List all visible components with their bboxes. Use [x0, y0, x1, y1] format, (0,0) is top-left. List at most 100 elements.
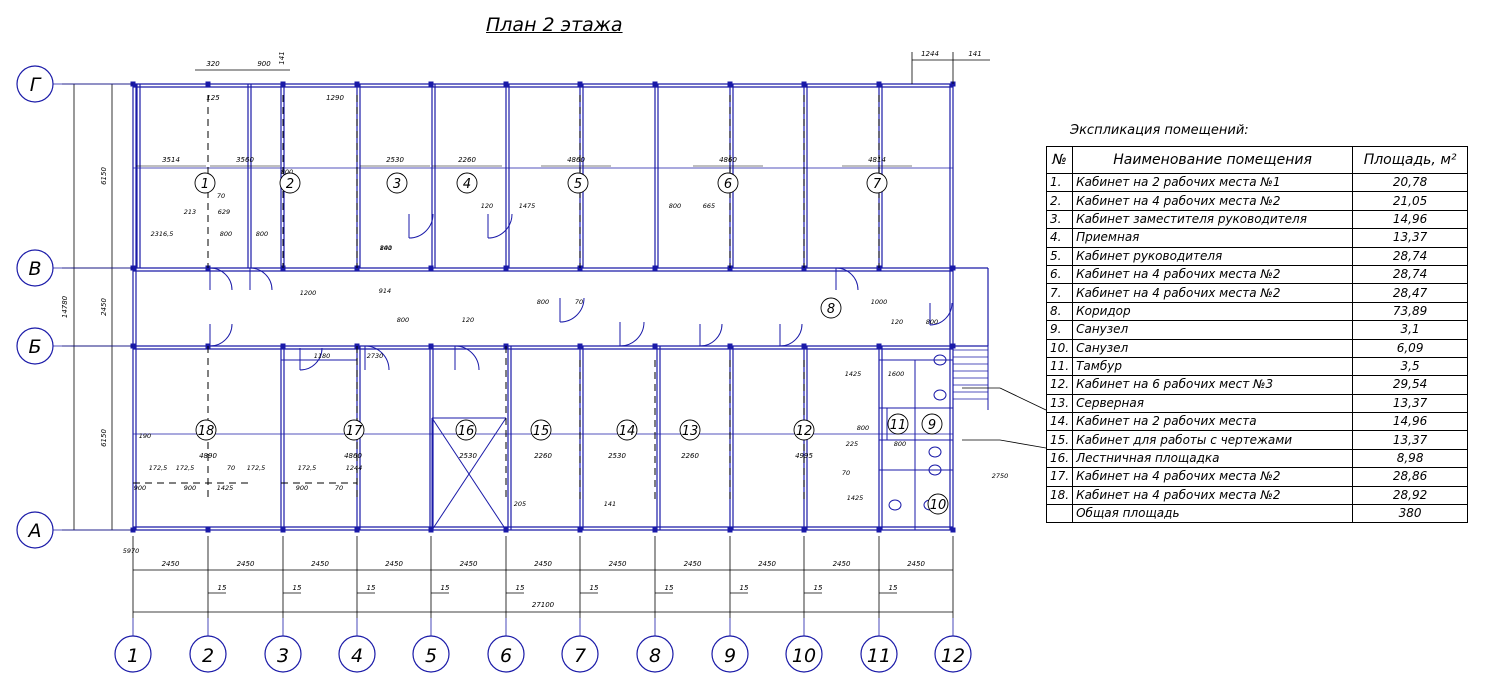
offset-label: 15	[367, 584, 376, 592]
explication-cell-area: 21,05	[1352, 191, 1469, 211]
room-marker-circle-15	[530, 419, 552, 441]
bay-width-label: 2450	[237, 560, 255, 568]
explication-cell-num: 6.	[1045, 264, 1074, 285]
explication-cell-name: Тамбур	[1072, 356, 1354, 377]
misc-dim-label: 172,5	[176, 464, 195, 472]
room-marker-circle-14	[616, 419, 638, 441]
misc-dim-label: 1425	[847, 494, 864, 502]
room-marker-circle-7	[866, 172, 888, 194]
column-marker	[652, 527, 658, 533]
dimension-lines	[62, 52, 1047, 618]
door-swing	[487, 213, 513, 239]
column-marker	[727, 81, 733, 87]
room-marker-circle-3	[386, 172, 408, 194]
building-walls	[130, 81, 989, 533]
axis-bubble-А	[16, 511, 54, 549]
grid-axis-bubbles	[16, 65, 972, 673]
explication-cell-area: 13,37	[1352, 393, 1469, 414]
explication-cell-name: Коридор	[1072, 301, 1354, 322]
explication-cell-num: 2.	[1045, 191, 1074, 211]
room-width-label: 2530	[459, 452, 477, 460]
explication-title: Экспликация помещений:	[1070, 123, 1249, 138]
explication-header-area: Площадь, м²	[1352, 146, 1469, 174]
room-marker-15: 15	[533, 424, 550, 439]
bay-width-label: 2450	[534, 560, 552, 568]
room-marker-14: 14	[619, 424, 636, 439]
axis-label-1: 1	[127, 645, 139, 667]
bay-width-label: 2450	[833, 560, 851, 568]
room-width-label: 3514	[162, 156, 180, 164]
misc-dim-label: 205	[514, 500, 526, 508]
explication-cell-num: 7.	[1045, 283, 1074, 303]
room-width-label: 2260	[458, 156, 476, 164]
misc-dim-label: 120	[481, 202, 493, 210]
sanitary-fixture	[928, 464, 942, 476]
explication-cell-num: 13.	[1045, 393, 1074, 414]
misc-dim-label: 800	[894, 440, 906, 448]
room-marker-circle-5	[567, 172, 589, 194]
explication-cell-num: 15.	[1045, 430, 1074, 450]
column-marker	[503, 81, 509, 87]
axis-bubble-6	[487, 635, 525, 673]
room-width-label: 4995	[795, 452, 813, 460]
axis-bubble-8	[636, 635, 674, 673]
door-swing	[779, 323, 803, 347]
misc-dim-label: 800	[857, 424, 869, 432]
door-swing	[619, 321, 645, 347]
sanitary-fixture	[933, 389, 947, 401]
explication-cell-num: 11.	[1045, 356, 1074, 377]
explication-cell-name: Санузел	[1072, 320, 1354, 340]
room-marker-5: 5	[574, 177, 582, 192]
explication-cell-area: 28,74	[1352, 264, 1469, 285]
explication-cell-num: 9.	[1045, 320, 1074, 340]
explication-cell-area: 28,86	[1352, 467, 1469, 487]
leader-line	[999, 439, 1047, 449]
misc-dim-label: 70	[217, 192, 225, 200]
column-marker	[428, 527, 434, 533]
column-marker	[577, 343, 583, 349]
misc-dim-label: 213	[184, 208, 196, 216]
axis-label-В: В	[28, 258, 41, 280]
axis-label-11: 11	[867, 645, 891, 667]
explication-cell-name: Приемная	[1072, 228, 1354, 248]
explication-cell-name: Серверная	[1072, 393, 1354, 414]
axis-label-12: 12	[941, 645, 965, 667]
explication-cell-area: 14,96	[1352, 209, 1469, 230]
sanitary-fixture	[928, 446, 942, 458]
column-marker	[727, 527, 733, 533]
explication-cell-name: Кабинет на 4 рабочих места №2	[1072, 191, 1354, 211]
room-marker-circle-6	[717, 172, 739, 194]
offset-label: 15	[590, 584, 599, 592]
explication-cell-area: 28,74	[1352, 246, 1469, 266]
explication-cell-name: Кабинет на 6 рабочих мест №3	[1072, 375, 1354, 395]
explication-cell-num: 10.	[1045, 338, 1074, 358]
axis-bubble-11	[860, 635, 898, 673]
column-marker	[652, 343, 658, 349]
stair-line	[431, 417, 507, 531]
bay-width-label: 2450	[758, 560, 776, 568]
offset-label: 15	[441, 584, 450, 592]
axis-bubble-10	[785, 635, 823, 673]
misc-dim-label: 800	[537, 298, 549, 306]
misc-dim-label: 120	[891, 318, 903, 326]
room-width-label: 4890	[199, 452, 217, 460]
misc-dim-label: 800	[669, 202, 681, 210]
room-width-label: 2530	[386, 156, 404, 164]
explication-cell-name: Кабинет на 4 рабочих места №2	[1072, 264, 1354, 285]
room-marker-17: 17	[346, 424, 363, 439]
room-marker-2: 2	[286, 177, 294, 192]
room-marker-circle-13	[679, 419, 701, 441]
misc-dim-label: 1180	[314, 352, 331, 360]
misc-dim-label: 914	[379, 287, 391, 295]
